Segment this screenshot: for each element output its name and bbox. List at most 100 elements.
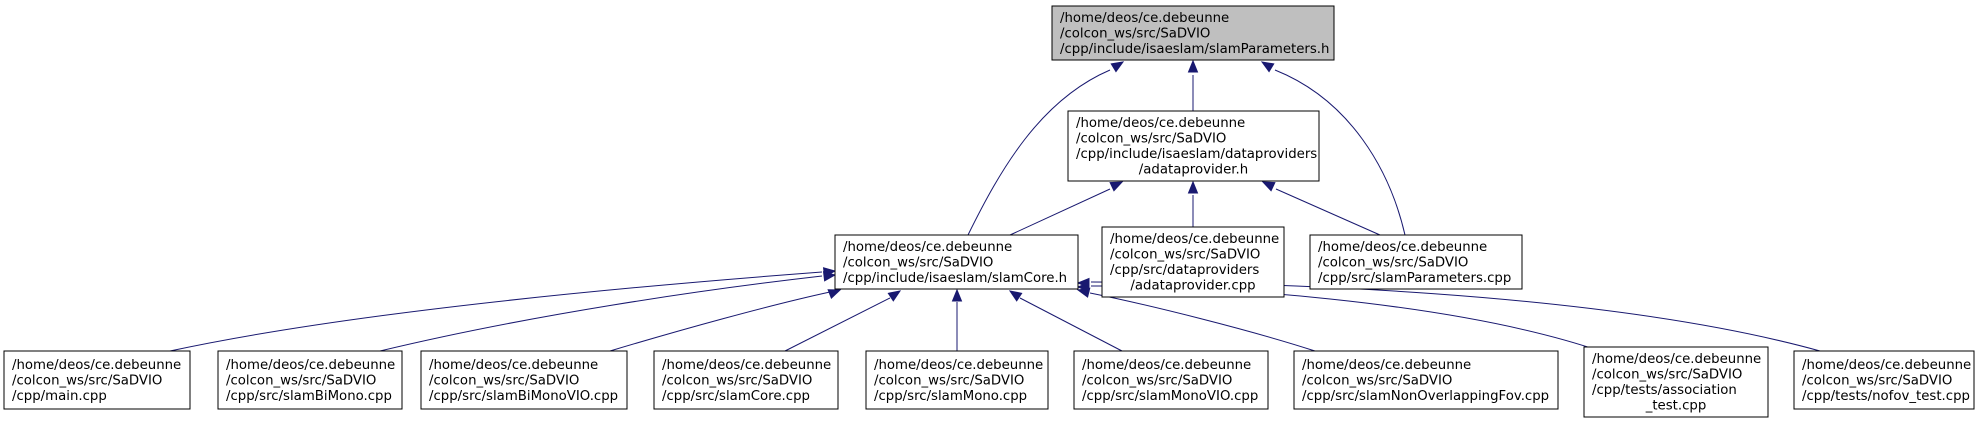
edge-line bbox=[1275, 188, 1381, 236]
edge-line bbox=[1274, 69, 1406, 236]
node-label-line: /cpp/include/isaeslam/slamCore.h bbox=[843, 271, 1067, 286]
node-label-line: /colcon_ws/src/SaDVIO bbox=[1110, 248, 1260, 263]
node-slambimonovio-cpp[interactable]: /home/deos/ce.debeunne/colcon_ws/src/SaD… bbox=[420, 350, 628, 410]
node-slammono-cpp[interactable]: /home/deos/ce.debeunne/colcon_ws/src/SaD… bbox=[865, 350, 1049, 410]
node-main-cpp[interactable]: /home/deos/ce.debeunne/colcon_ws/src/SaD… bbox=[3, 350, 191, 410]
node-label-line: /colcon_ws/src/SaDVIO bbox=[12, 373, 162, 388]
node-label-line: /home/deos/ce.debeunne bbox=[1076, 116, 1245, 131]
node-adataprovider-cpp[interactable]: /home/deos/ce.debeunne/colcon_ws/src/SaD… bbox=[1101, 226, 1285, 298]
node-label-line: /home/deos/ce.debeunne bbox=[1592, 352, 1761, 367]
edge-arrowhead bbox=[1008, 290, 1023, 302]
node-box bbox=[3, 350, 191, 410]
node-adataprovider-h[interactable]: /home/deos/ce.debeunne/colcon_ws/src/SaD… bbox=[1067, 110, 1320, 182]
edge-slamnonoverlapping_cpp-to-slamcore_h bbox=[1076, 287, 1316, 352]
edge-line bbox=[169, 271, 823, 352]
node-label-line: /cpp/tests/association bbox=[1592, 383, 1737, 398]
node-box bbox=[1073, 350, 1269, 410]
node-label-line: /cpp/tests/nofov_test.cpp bbox=[1802, 389, 1970, 404]
node-label-line: /home/deos/ce.debeunne bbox=[1318, 240, 1487, 255]
edge-slamparameters_cpp-to-root bbox=[1260, 61, 1406, 236]
node-label-line: /home/deos/ce.debeunne bbox=[874, 358, 1043, 373]
node-label-line: /adataprovider.cpp bbox=[1130, 279, 1255, 294]
edge-line bbox=[1089, 292, 1316, 352]
node-label-line: /colcon_ws/src/SaDVIO bbox=[1802, 373, 1952, 388]
node-box bbox=[1051, 5, 1335, 61]
node-label-line: /colcon_ws/src/SaDVIO bbox=[843, 255, 993, 270]
node-label-line: /cpp/include/isaeslam/dataproviders bbox=[1076, 147, 1317, 162]
node-association-test-cpp[interactable]: /home/deos/ce.debeunne/colcon_ws/src/SaD… bbox=[1583, 346, 1769, 418]
node-box bbox=[1067, 110, 1320, 182]
edge-line bbox=[967, 69, 1111, 236]
node-label-line: /home/deos/ce.debeunne bbox=[1060, 11, 1229, 26]
node-nofov-test-cpp[interactable]: /home/deos/ce.debeunne/colcon_ws/src/SaD… bbox=[1793, 350, 1975, 410]
node-box bbox=[1583, 346, 1769, 418]
edge-arrowhead bbox=[827, 289, 842, 300]
node-box bbox=[1309, 234, 1523, 290]
node-label-line: /colcon_ws/src/SaDVIO bbox=[874, 373, 1024, 388]
node-box bbox=[1793, 350, 1975, 410]
edge-slambimonovio_cpp-to-slamcore_h bbox=[609, 289, 842, 352]
edge-adataprovider_cpp-to-adataprovider_h bbox=[1187, 180, 1199, 227]
node-label-line: /home/deos/ce.debeunne bbox=[1802, 358, 1971, 373]
node-label-line: /home/deos/ce.debeunne bbox=[226, 358, 395, 373]
node-label-line: /cpp/src/slamMonoVIO.cpp bbox=[1082, 389, 1258, 404]
node-root[interactable]: /home/deos/ce.debeunne/colcon_ws/src/SaD… bbox=[1051, 5, 1335, 61]
node-label-line: /cpp/include/isaeslam/slamParameters.h bbox=[1060, 42, 1329, 57]
edge-arrowhead bbox=[1076, 277, 1090, 289]
node-slambimono-cpp[interactable]: /home/deos/ce.debeunne/colcon_ws/src/SaD… bbox=[217, 350, 403, 410]
node-box bbox=[1101, 226, 1285, 298]
edge-adataprovider_h-to-root bbox=[1187, 59, 1199, 111]
node-label-line: /home/deos/ce.debeunne bbox=[429, 358, 598, 373]
node-label-line: /colcon_ws/src/SaDVIO bbox=[1060, 26, 1210, 41]
node-label-line: /home/deos/ce.debeunne bbox=[843, 240, 1012, 255]
node-label-line: /adataprovider.h bbox=[1139, 163, 1248, 178]
node-label-line: /home/deos/ce.debeunne bbox=[1302, 358, 1471, 373]
node-box bbox=[420, 350, 628, 410]
node-box bbox=[653, 350, 839, 410]
edge-line bbox=[1019, 297, 1123, 352]
node-label-line: /colcon_ws/src/SaDVIO bbox=[1592, 368, 1742, 383]
node-label-line: /colcon_ws/src/SaDVIO bbox=[1076, 132, 1226, 147]
node-slammonovio-cpp[interactable]: /home/deos/ce.debeunne/colcon_ws/src/SaD… bbox=[1073, 350, 1269, 410]
node-label-line: /colcon_ws/src/SaDVIO bbox=[1082, 373, 1232, 388]
node-box bbox=[834, 234, 1079, 290]
node-label-line: /cpp/src/slamMono.cpp bbox=[874, 389, 1027, 404]
node-label-line: /home/deos/ce.debeunne bbox=[12, 358, 181, 373]
edge-line bbox=[1009, 188, 1111, 236]
node-label-line: /cpp/src/slamParameters.cpp bbox=[1318, 271, 1511, 286]
edge-arrowhead bbox=[887, 290, 902, 302]
node-label-line: /home/deos/ce.debeunne bbox=[1110, 232, 1279, 247]
node-label-line: /cpp/src/slamBiMono.cpp bbox=[226, 389, 392, 404]
edge-slammonovio_cpp-to-slamcore_h bbox=[1008, 290, 1123, 352]
node-slamnonoverlapping-cpp[interactable]: /home/deos/ce.debeunne/colcon_ws/src/SaD… bbox=[1293, 350, 1559, 410]
node-label-line: /colcon_ws/src/SaDVIO bbox=[1318, 255, 1468, 270]
edge-slamparameters_cpp-to-adataprovider_h bbox=[1261, 181, 1381, 236]
node-label-line: /colcon_ws/src/SaDVIO bbox=[226, 373, 376, 388]
edge-arrowhead bbox=[822, 271, 837, 282]
edge-arrowhead bbox=[951, 288, 963, 302]
node-label-line: /home/deos/ce.debeunne bbox=[662, 358, 831, 373]
node-slamparameters-cpp[interactable]: /home/deos/ce.debeunne/colcon_ws/src/SaD… bbox=[1309, 234, 1523, 290]
edge-arrowhead bbox=[1110, 61, 1125, 73]
node-label-line: /cpp/src/slamNonOverlappingFov.cpp bbox=[1302, 389, 1549, 404]
edge-arrowhead bbox=[1187, 59, 1199, 73]
node-box bbox=[865, 350, 1049, 410]
node-label-line: /cpp/src/slamBiMonoVIO.cpp bbox=[429, 389, 618, 404]
edge-arrowhead bbox=[1260, 61, 1275, 73]
node-slamcore-h[interactable]: /home/deos/ce.debeunne/colcon_ws/src/SaD… bbox=[834, 234, 1079, 290]
node-box bbox=[1293, 350, 1559, 410]
edge-arrowhead bbox=[1261, 181, 1276, 192]
edges-layer bbox=[169, 59, 1821, 352]
node-label-line: /colcon_ws/src/SaDVIO bbox=[429, 373, 579, 388]
node-slamcore-cpp[interactable]: /home/deos/ce.debeunne/colcon_ws/src/SaD… bbox=[653, 350, 839, 410]
edge-slamcore_cpp-to-slamcore_h bbox=[784, 290, 902, 352]
node-label-line: _test.cpp bbox=[1645, 399, 1707, 414]
edge-line bbox=[784, 297, 891, 352]
node-box bbox=[217, 350, 403, 410]
node-label-line: /home/deos/ce.debeunne bbox=[1082, 358, 1251, 373]
edge-arrowhead bbox=[1187, 180, 1199, 194]
node-label-line: /cpp/main.cpp bbox=[12, 389, 107, 404]
nodes-layer: /home/deos/ce.debeunne/colcon_ws/src/SaD… bbox=[3, 5, 1975, 418]
edge-arrowhead bbox=[1109, 181, 1124, 192]
